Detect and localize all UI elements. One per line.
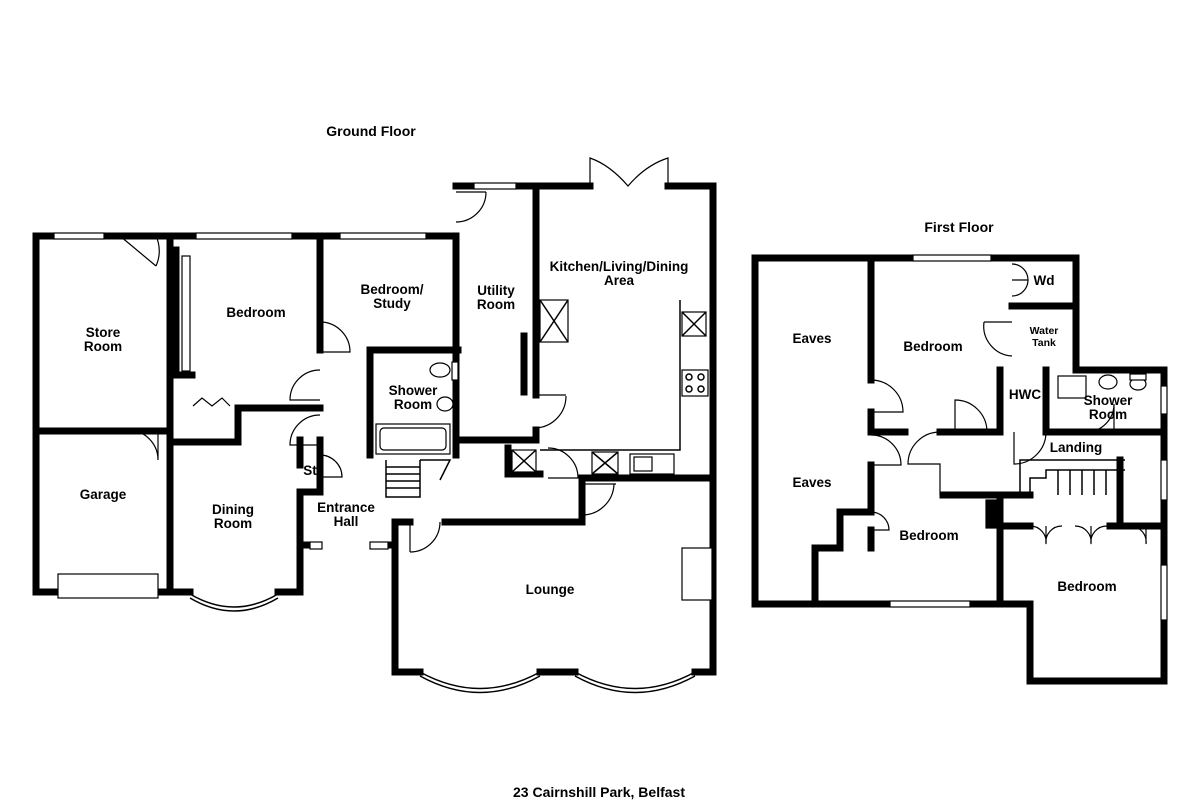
lounge-label: Lounge bbox=[526, 582, 575, 597]
eaves-upper-label: Eaves bbox=[792, 331, 831, 346]
first-floor-heading: First Floor bbox=[924, 219, 994, 235]
ground-floor-heading: Ground Floor bbox=[326, 123, 416, 139]
first-floor-shower-room-label-2: Room bbox=[1089, 407, 1127, 422]
bedroom-study-label-2: Study bbox=[373, 296, 411, 311]
bay-windows bbox=[189, 593, 696, 694]
kitchen-label-1: Kitchen/Living/Dining bbox=[550, 259, 689, 274]
bedroom-study-label-1: Bedroom/ bbox=[360, 282, 423, 297]
store-room-label-2: Room bbox=[84, 339, 122, 354]
shower-room-label-1: Shower bbox=[389, 383, 439, 398]
ground-floor-walls bbox=[32, 182, 717, 676]
utility-room-label-2: Room bbox=[477, 297, 515, 312]
kitchen-label-2: Area bbox=[604, 273, 635, 288]
landing-label: Landing bbox=[1050, 440, 1103, 455]
store-room-label-1: Store bbox=[86, 325, 121, 340]
st-label: St bbox=[303, 463, 317, 478]
entrance-hall-label-2: Hall bbox=[334, 514, 359, 529]
first-floor-bedroom-middle-label: Bedroom bbox=[899, 528, 958, 543]
water-tank-label-2: Tank bbox=[1032, 337, 1056, 349]
dining-room-label-2: Room bbox=[214, 516, 252, 531]
ground-floor-windows bbox=[53, 182, 713, 601]
first-floor-bedroom-right-label: Bedroom bbox=[1057, 579, 1116, 594]
eaves-lower-label: Eaves bbox=[792, 475, 831, 490]
first-floor-details bbox=[870, 254, 1168, 621]
hwc-label: HWC bbox=[1009, 387, 1041, 402]
address-caption: 23 Cairnshill Park, Belfast bbox=[513, 784, 685, 800]
bedroom-label: Bedroom bbox=[226, 305, 285, 320]
dining-room-label-1: Dining bbox=[212, 502, 254, 517]
first-floor-bedroom-top-label: Bedroom bbox=[903, 339, 962, 354]
ground-floor-doors bbox=[119, 157, 669, 553]
first-floor-shower-room-label-1: Shower bbox=[1084, 393, 1134, 408]
first-floor-walls bbox=[751, 254, 1168, 685]
entrance-hall-label-1: Entrance bbox=[317, 500, 375, 515]
shower-room-label-2: Room bbox=[394, 397, 432, 412]
water-tank-label-1: Water bbox=[1030, 325, 1059, 337]
utility-room-label-1: Utility bbox=[477, 283, 515, 298]
ground-floor-fixtures bbox=[181, 255, 709, 498]
wd-label: Wd bbox=[1034, 273, 1055, 288]
garage-label: Garage bbox=[80, 487, 127, 502]
